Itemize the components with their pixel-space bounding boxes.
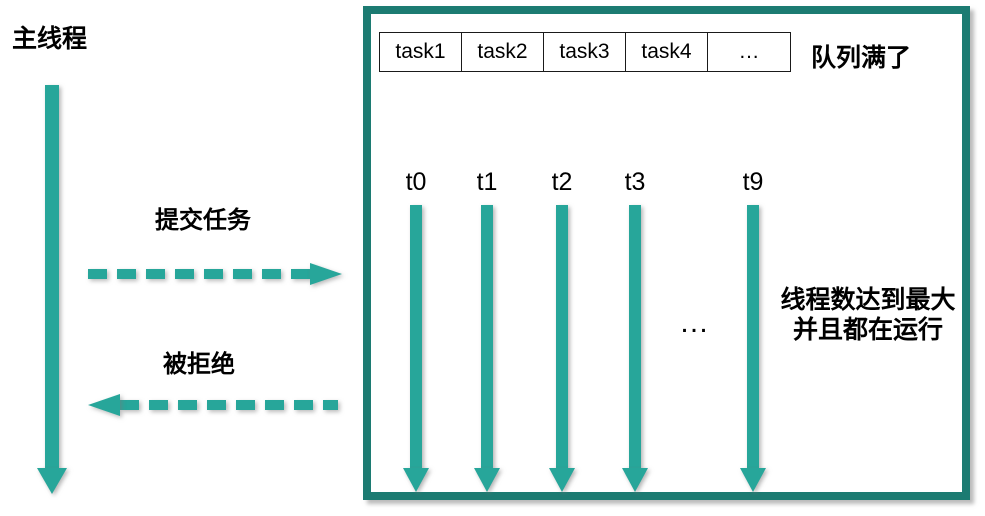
worker-arrow-stem [410, 205, 422, 470]
worker-arrow-head [740, 468, 766, 492]
submit-task-arrow [88, 263, 342, 285]
main-thread-timeline-arrow [37, 85, 67, 494]
worker-ellipsis: … [679, 306, 711, 339]
worker-arrow-t1 [474, 205, 500, 492]
worker-label-t2: t2 [551, 168, 573, 196]
queue-cell: task3 [544, 33, 626, 71]
worker-label-t0: t0 [405, 168, 427, 196]
worker-arrow-head [474, 468, 500, 492]
queue-cell: task4 [626, 33, 708, 71]
worker-label-t3: t3 [624, 168, 646, 196]
worker-arrow-stem [556, 205, 568, 470]
worker-arrow-t9 [740, 205, 766, 492]
main-thread-arrow-stem [45, 85, 59, 470]
submit-arrow-head-right-icon [310, 263, 342, 285]
queue-cell-ellipsis: … [738, 40, 760, 63]
queue-full-note: 队列满了 [811, 43, 912, 72]
worker-arrow-t3 [622, 205, 648, 492]
worker-arrow-stem [629, 205, 641, 470]
main-thread-title: 主线程 [12, 24, 88, 53]
task-queue-table: task1 task2 task3 task4 … [379, 32, 791, 72]
worker-arrow-stem [481, 205, 493, 470]
reject-arrow-dashes [120, 400, 338, 410]
queue-cell: task2 [462, 33, 544, 71]
rejected-label: 被拒绝 [163, 350, 235, 378]
queue-cell: task1 [380, 33, 462, 71]
worker-arrow-head [549, 468, 575, 492]
main-thread-arrow-head [37, 468, 67, 494]
worker-arrow-head [403, 468, 429, 492]
worker-label-t1: t1 [476, 168, 498, 196]
submit-task-label: 提交任务 [155, 206, 251, 234]
rejected-arrow [88, 394, 338, 416]
submit-arrow-dashes [88, 269, 310, 279]
worker-arrow-head [622, 468, 648, 492]
reject-arrow-head-left-icon [88, 394, 120, 416]
worker-arrow-stem [747, 205, 759, 470]
max-threads-note: 线程数达到最大 并且都在运行 [780, 285, 956, 344]
worker-arrow-t2 [549, 205, 575, 492]
worker-label-t9: t9 [742, 168, 764, 196]
thread-pool-box [363, 6, 970, 500]
worker-arrow-t0 [403, 205, 429, 492]
